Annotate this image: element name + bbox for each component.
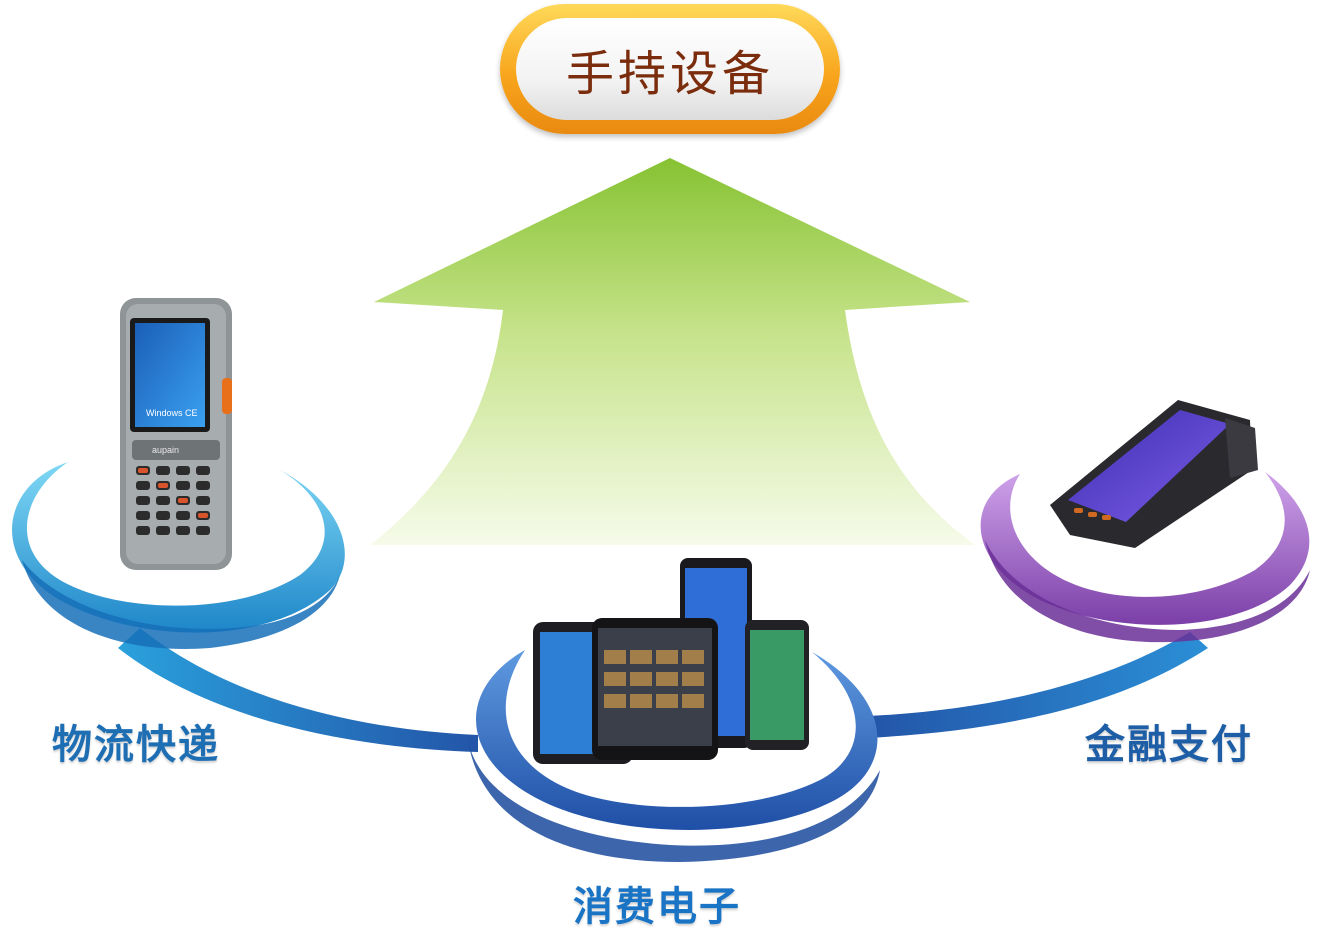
pda-device-image bbox=[120, 298, 232, 570]
connector-right bbox=[868, 632, 1208, 738]
ring-finance bbox=[980, 472, 1310, 643]
title-badge: 手持设备 bbox=[500, 4, 840, 134]
label-logistics: 物流快递 bbox=[52, 722, 220, 768]
ring-logistics bbox=[12, 462, 345, 649]
label-finance: 金融支付 bbox=[1085, 722, 1253, 768]
pda-screen-text: Windows CE bbox=[146, 408, 198, 418]
pos-terminal-image bbox=[1050, 400, 1258, 548]
ring-consumer bbox=[468, 650, 880, 862]
growth-arrow bbox=[370, 158, 975, 545]
pda-brand-text: aupain bbox=[152, 445, 180, 455]
diagram-title: 手持设备 bbox=[565, 46, 774, 102]
title-badge-inner: 手持设备 bbox=[516, 18, 824, 120]
label-consumer: 消费电子 bbox=[573, 884, 741, 930]
tablets-image bbox=[533, 558, 809, 764]
